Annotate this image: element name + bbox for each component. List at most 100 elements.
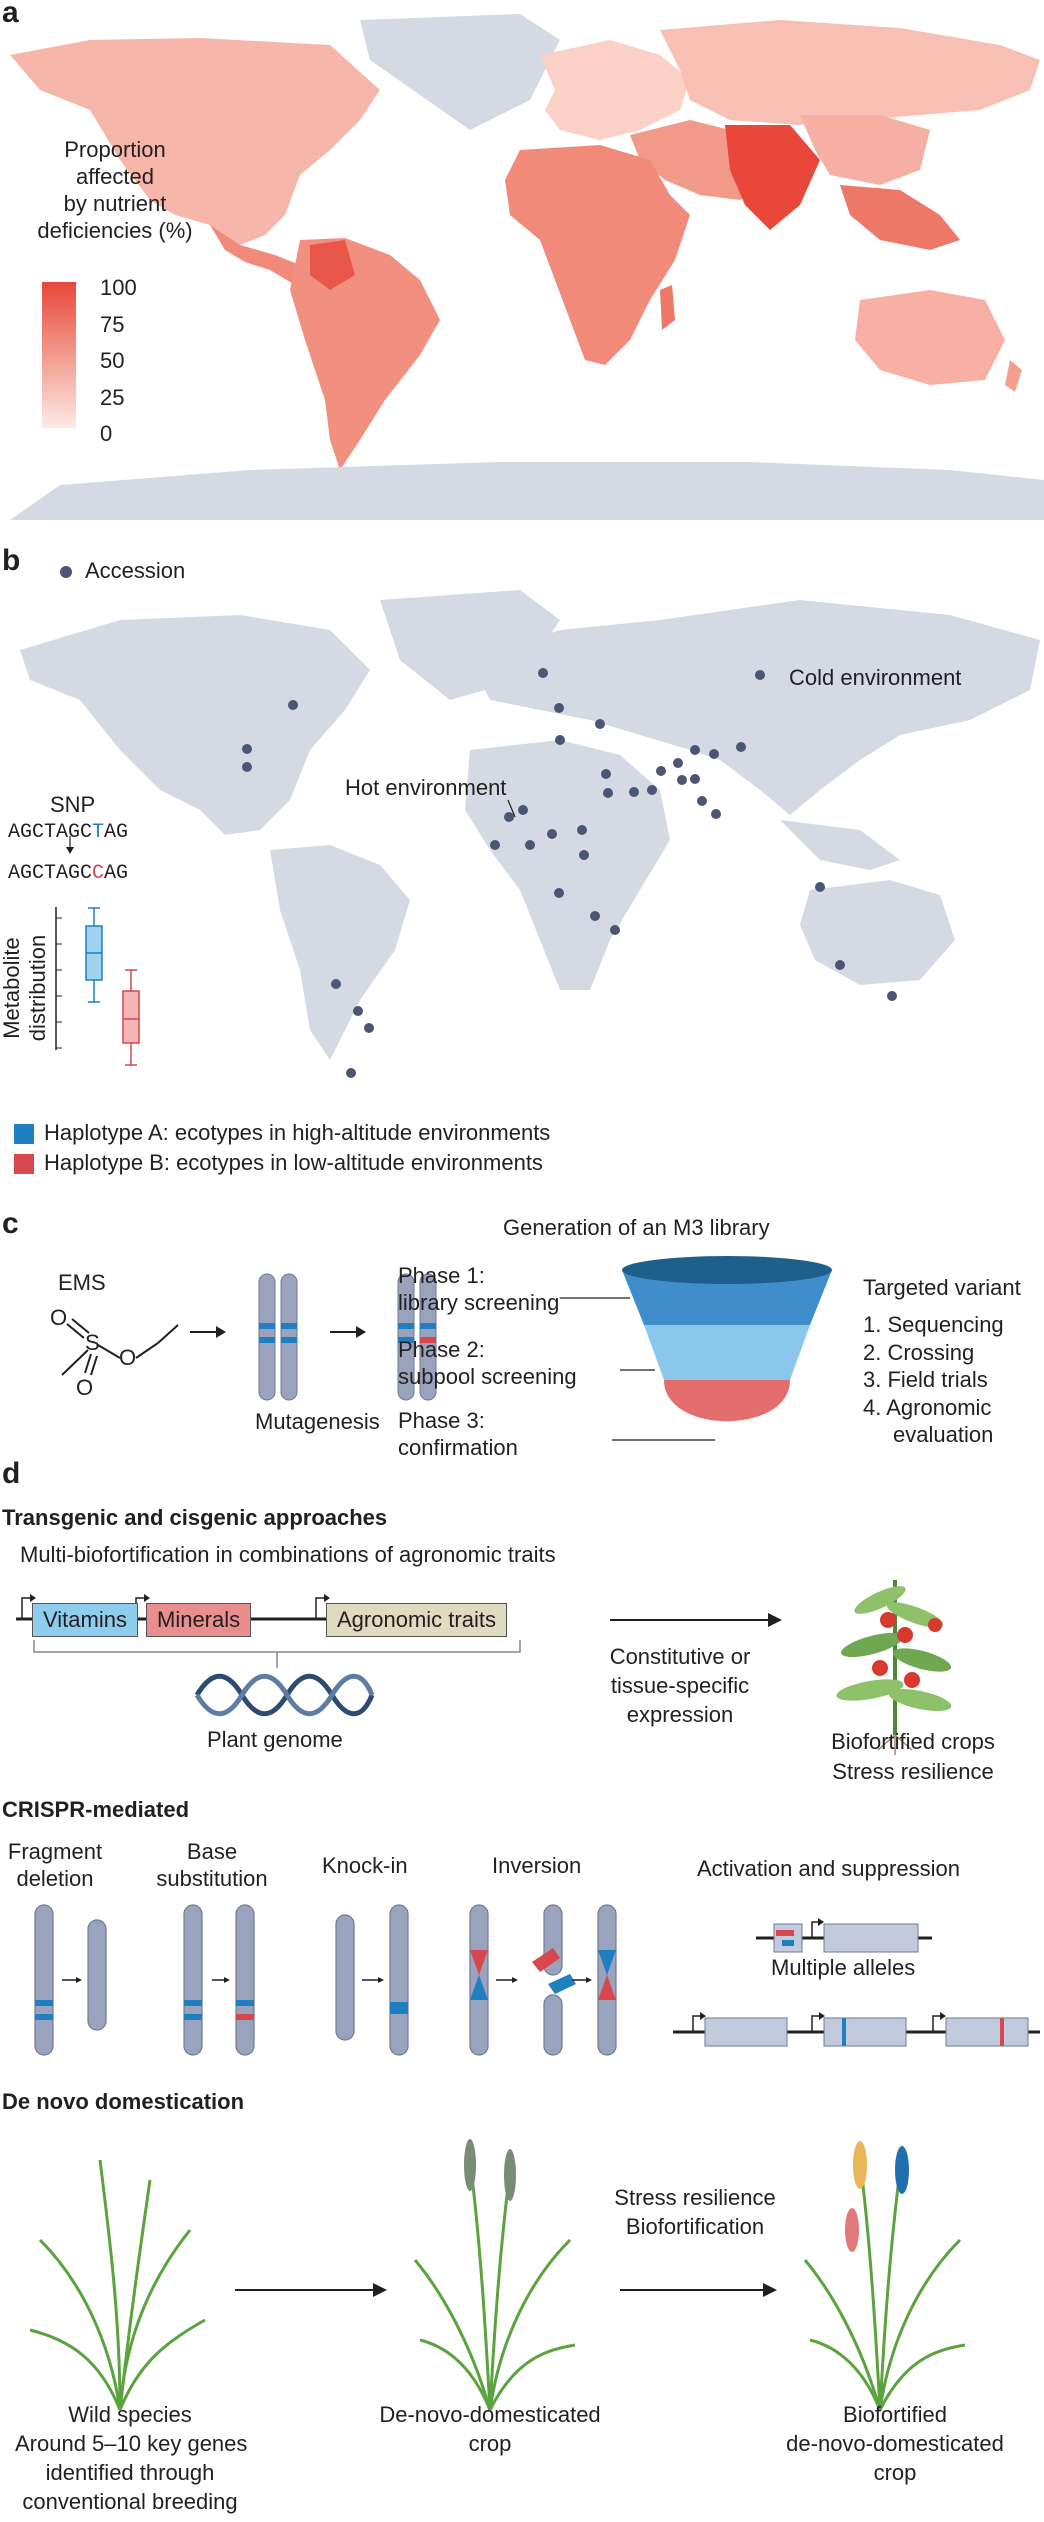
accession-dot [709, 749, 719, 759]
accession-dot [538, 668, 548, 678]
activation-construct [756, 1918, 932, 1952]
accession-dot [610, 925, 620, 935]
legend-tick-100: 100 [100, 270, 137, 307]
accession-dot [690, 774, 700, 784]
sequence-after: AGCTAGCCAG [8, 862, 128, 885]
accession-dot [835, 960, 845, 970]
accession-dot [647, 785, 657, 795]
mutagenesis-label: Mutagenesis [255, 1409, 380, 1435]
south-asia [725, 125, 820, 230]
accession-dot [490, 840, 500, 850]
accession-dot [677, 775, 687, 785]
de-novo-domesticated-label: De-novo-domesticated crop [370, 2400, 610, 2458]
accession-dot [577, 825, 587, 835]
genome-bracket [34, 1640, 520, 1668]
australia [855, 290, 1005, 385]
accession-dot [331, 979, 341, 989]
agronomic-traits-gene-box: Agronomic traits [326, 1603, 507, 1637]
stress-biofortification-label: Stress resilience Biofortification [590, 2183, 800, 2241]
screening-funnel [622, 1256, 832, 1421]
haplotype-b-swatch [14, 1154, 34, 1174]
accession-dot [554, 703, 564, 713]
m3-library-title: Generation of an M3 library [503, 1215, 770, 1241]
antarctica [10, 462, 1044, 520]
madagascar [660, 285, 675, 330]
legend-colorbar [42, 282, 76, 428]
greenland [360, 14, 560, 130]
africa [505, 145, 690, 365]
haplotype-a-label: Haplotype A: ecotypes in high-altitude e… [44, 1120, 550, 1146]
de-novo-graphics [0, 2120, 1044, 2420]
chromosome [88, 1920, 106, 2030]
accession-dot [601, 769, 611, 779]
chromosome [35, 1905, 53, 2055]
accession-dot [579, 850, 589, 860]
world-map-accessions [0, 560, 1044, 1100]
cold-environment-label: Cold environment [789, 665, 961, 691]
accession-dot [755, 670, 765, 680]
legend-tick-25: 25 [100, 380, 137, 417]
legend-tick-0: 0 [100, 416, 137, 453]
legend-title: Proportion affected by nutrient deficien… [20, 136, 210, 244]
expression-label: Constitutive or tissue-specific expressi… [585, 1642, 775, 1729]
accession-dot [518, 805, 528, 815]
targeted-variant-steps: 1. Sequencing 2. Crossing 3. Field trial… [863, 1311, 1004, 1449]
inversion-label: Inversion [492, 1853, 581, 1879]
minerals-gene-box: Minerals [146, 1603, 251, 1637]
accession-dot [603, 788, 613, 798]
accession-dot [504, 812, 514, 822]
wild-species-label: Wild species Around 5–10 key genes ident… [15, 2400, 245, 2516]
panel-d-letter: d [2, 1457, 20, 1491]
accession-dot [525, 840, 535, 850]
legend-tick-50: 50 [100, 343, 137, 380]
chromosome [390, 1905, 408, 2055]
accession-dot [242, 744, 252, 754]
chromosome [336, 1915, 354, 2040]
accession-dot [590, 911, 600, 921]
accession-dot [346, 1068, 356, 1078]
accession-dot [711, 809, 721, 819]
biofortified-crop-icon [805, 2160, 965, 2410]
crispr-title: CRISPR-mediated [2, 1797, 189, 1823]
wild-species-icon [30, 2160, 205, 2410]
north-asia [660, 20, 1040, 125]
accession-dot [815, 882, 825, 892]
chromosome [544, 1995, 562, 2055]
dna-helix [197, 1676, 372, 1714]
accession-dot [242, 762, 252, 772]
europe [540, 40, 690, 140]
de-novo-title: De novo domestication [2, 2089, 244, 2115]
haplotype-a-swatch [14, 1124, 34, 1144]
phase2-label: Phase 2:subpool screening [398, 1336, 577, 1390]
accession-dot [887, 991, 897, 1001]
ems-atom-o1: O [50, 1305, 67, 1330]
vitamins-gene-box: Vitamins [32, 1603, 138, 1637]
activation-suppression-label: Activation and suppression [697, 1856, 960, 1882]
new-zealand [1005, 360, 1022, 392]
accession-legend-dot [60, 566, 72, 578]
southeast-asia [840, 185, 960, 250]
ems-atom-o3: O [119, 1345, 136, 1370]
accession-dot [690, 745, 700, 755]
chromosome [184, 1905, 202, 2055]
chromosome-pair-1 [259, 1274, 297, 1400]
knock-in-label: Knock-in [322, 1853, 408, 1879]
sequence-before: AGCTAGCTAG [8, 821, 128, 844]
haplotype-b-box [123, 991, 139, 1043]
ems-atom-s: S [85, 1330, 100, 1355]
metabolite-axis-label: Metabolite distribution [0, 918, 51, 1058]
world-map-nutrient [0, 0, 1044, 520]
legend-tick-75: 75 [100, 307, 137, 344]
chromosome [236, 1905, 254, 2055]
accession-dot [364, 1023, 374, 1033]
accession-dot [629, 787, 639, 797]
crispr-graphics [0, 1900, 1044, 2060]
phase1-label: Phase 1:library screening [398, 1262, 559, 1316]
accession-dot [656, 766, 666, 776]
east-asia [800, 115, 930, 185]
domesticated-crop-icon [415, 2160, 575, 2410]
snp-label: SNP [50, 792, 95, 818]
accession-dot [736, 742, 746, 752]
